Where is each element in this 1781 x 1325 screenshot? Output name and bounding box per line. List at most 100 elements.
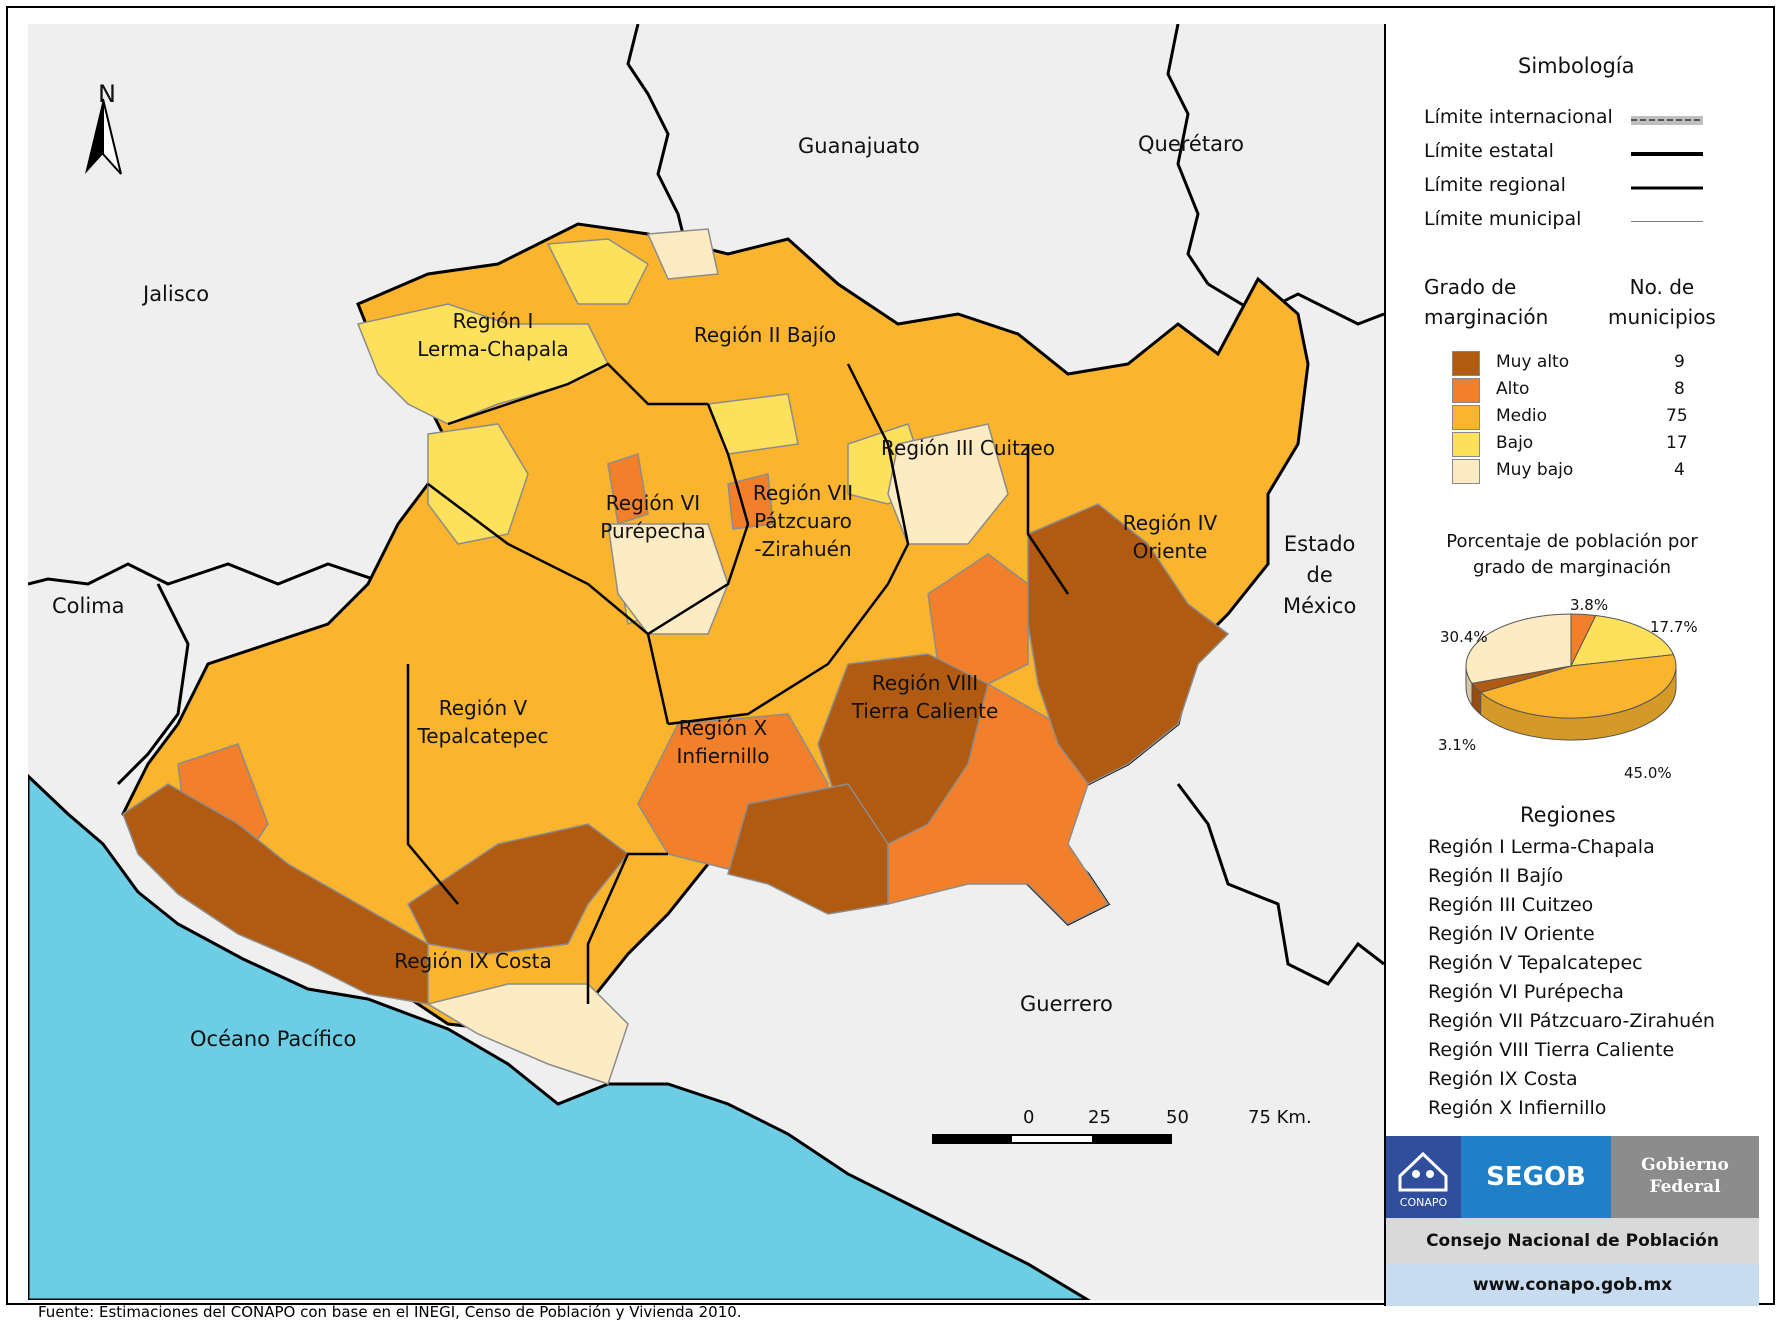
map-region-3: Región III Cuitzeo: [881, 436, 1055, 460]
legend-line-municipal: Límite municipal: [1424, 208, 1582, 230]
regional-border-4: [1026, 444, 1070, 595]
muni-alto-1: [607, 453, 649, 525]
pie-slice-bajo: [1570, 614, 1675, 667]
legend-title: Simbología: [1518, 54, 1635, 78]
label-jalisco: Jalisco: [143, 282, 210, 306]
count-header: No. de municipios: [1608, 275, 1716, 329]
border-qro-mex: [1207, 282, 1385, 326]
regional-border-2: [647, 403, 750, 636]
muni-muybajo-1: [646, 228, 719, 280]
person-head-1: [1412, 1170, 1420, 1178]
consejo-banner: Consejo Nacional de Población: [1386, 1218, 1759, 1264]
gobierno-federal-logo: Gobierno Federal: [1611, 1136, 1759, 1218]
border-col: [116, 583, 190, 786]
legend-line-samples: [1631, 116, 1703, 222]
map-region-1: Región I Lerma-Chapala: [417, 309, 569, 361]
grade-count-medio: 75: [1666, 406, 1688, 426]
region-list-10: Región X Infiernillo: [1428, 1097, 1607, 1119]
muni-muyalto-1: [1027, 503, 1230, 785]
regional-border-6: [406, 664, 459, 905]
map-region-4: Región IV Oriente: [1122, 511, 1218, 563]
house-outline: [1398, 1151, 1448, 1192]
map-region-6: Región VI Purépecha: [600, 491, 706, 543]
regional-border-1: [447, 362, 708, 426]
region-list-6: Región VI Purépecha: [1428, 981, 1624, 1003]
municipalities: [121, 222, 1310, 1085]
regional-border-5: [427, 483, 670, 725]
region-list-5: Región V Tepalcatepec: [1428, 952, 1643, 974]
pie-label-muy-alto: 3.1%: [1438, 736, 1477, 754]
label-guerrero: Guerrero: [1020, 992, 1113, 1016]
muni-muybajo-3: [607, 523, 729, 635]
conapo-text: CONAPO: [1399, 1196, 1448, 1209]
regional-border-7: [667, 583, 889, 726]
label-colima: Colima: [52, 594, 125, 618]
region-list-8: Región VIII Tierra Caliente: [1428, 1039, 1675, 1061]
pie-label-muy-bajo: 30.4%: [1440, 628, 1488, 646]
swatch-medio: [1452, 405, 1480, 430]
scale-tick-50: 50: [1166, 1107, 1189, 1128]
regional-border-8: [586, 852, 668, 1004]
pie-chart: [1465, 613, 1677, 741]
pie-label-alto: 3.8%: [1570, 596, 1609, 614]
scale-bar: [932, 1134, 1172, 1144]
region-list-9: Región IX Costa: [1428, 1068, 1578, 1090]
conapo-logo: CONAPO: [1386, 1136, 1461, 1218]
person-head-2: [1426, 1170, 1434, 1178]
north-arrow: [85, 98, 122, 175]
grade-label-muy-bajo: Muy bajo: [1496, 460, 1574, 480]
swatch-muy-alto: [1452, 351, 1480, 376]
region-list-7: Región VII Pátzcuaro-Zirahuén: [1428, 1010, 1715, 1032]
regional-borders: [406, 362, 1070, 1004]
label-queretaro: Querétaro: [1138, 132, 1244, 156]
scale-tick-0: 0: [1023, 1107, 1035, 1128]
scale-tick-75: 75 Km.: [1248, 1107, 1312, 1128]
grade-count-muy-alto: 9: [1674, 352, 1685, 372]
source-note: Fuente: Estimaciones del CONAPO con base…: [38, 1303, 742, 1321]
pie-slice-muy-bajo: [1465, 613, 1572, 684]
map-region-10: Región X Infiernillo: [676, 716, 770, 768]
border-mex-gro: [1176, 783, 1385, 986]
grade-count-alto: 8: [1674, 379, 1685, 399]
north-arrow-left: [85, 99, 103, 174]
swatch-muy-bajo: [1452, 459, 1480, 484]
state-borders: [27, 23, 1385, 986]
label-ocean: Océano Pacífico: [190, 1027, 357, 1051]
grade-label-alto: Alto: [1496, 379, 1530, 399]
regions-title: Regiones: [1520, 803, 1616, 827]
swatch-alto: [1452, 378, 1480, 403]
legend-line-state: Límite estatal: [1424, 140, 1554, 162]
grade-label-bajo: Bajo: [1496, 433, 1534, 453]
region-list-1: Región I Lerma-Chapala: [1428, 836, 1655, 858]
muni-muyalto-4: [407, 823, 630, 955]
grade-count-muy-bajo: 4: [1674, 460, 1685, 480]
muni-bajo-3: [427, 423, 529, 545]
border-gto-qro: [1166, 23, 1210, 285]
pie-label-medio: 45.0%: [1624, 764, 1672, 782]
region-list-3: Región III Cuitzeo: [1428, 894, 1594, 916]
label-estado-de-mexico: Estado de México: [1283, 532, 1357, 618]
muni-muyalto-5: [122, 783, 429, 1005]
pie-label-bajo: 17.7%: [1650, 618, 1698, 636]
north-arrow-right: [102, 98, 122, 175]
border-jal-gto: [626, 23, 690, 255]
pie-title: Porcentaje de población por grado de mar…: [1446, 531, 1698, 578]
swatch-bajo: [1452, 432, 1480, 457]
muni-muybajo-2: [887, 423, 1009, 545]
grade-label-medio: Medio: [1496, 406, 1548, 426]
map-region-7: Región VII Pátzcuaro -Zirahuén: [752, 481, 854, 561]
grade-count-bajo: 17: [1666, 433, 1688, 453]
map-region-8: Región VIII Tierra Caliente: [851, 671, 999, 723]
region-list-4: Región IV Oriente: [1428, 923, 1595, 945]
muni-bajo-2: [546, 238, 649, 305]
label-guanajuato: Guanajuato: [798, 134, 920, 158]
grade-header: Grado de marginación: [1424, 275, 1549, 329]
map-area: N Guanajuato Querétaro Jalisco Colima Es…: [26, 23, 1385, 1302]
conapo-house-icon: [1398, 1151, 1448, 1192]
legend-line-regional: Límite regional: [1424, 174, 1566, 196]
map-region-2: Región II Bajío: [693, 323, 837, 347]
legend-panel: Simbología Límite internacional Límite e…: [1384, 24, 1759, 1306]
muni-muyalto-2: [817, 653, 989, 845]
segob-logo: SEGOB: [1461, 1136, 1611, 1218]
scale-tick-25: 25: [1088, 1107, 1111, 1128]
